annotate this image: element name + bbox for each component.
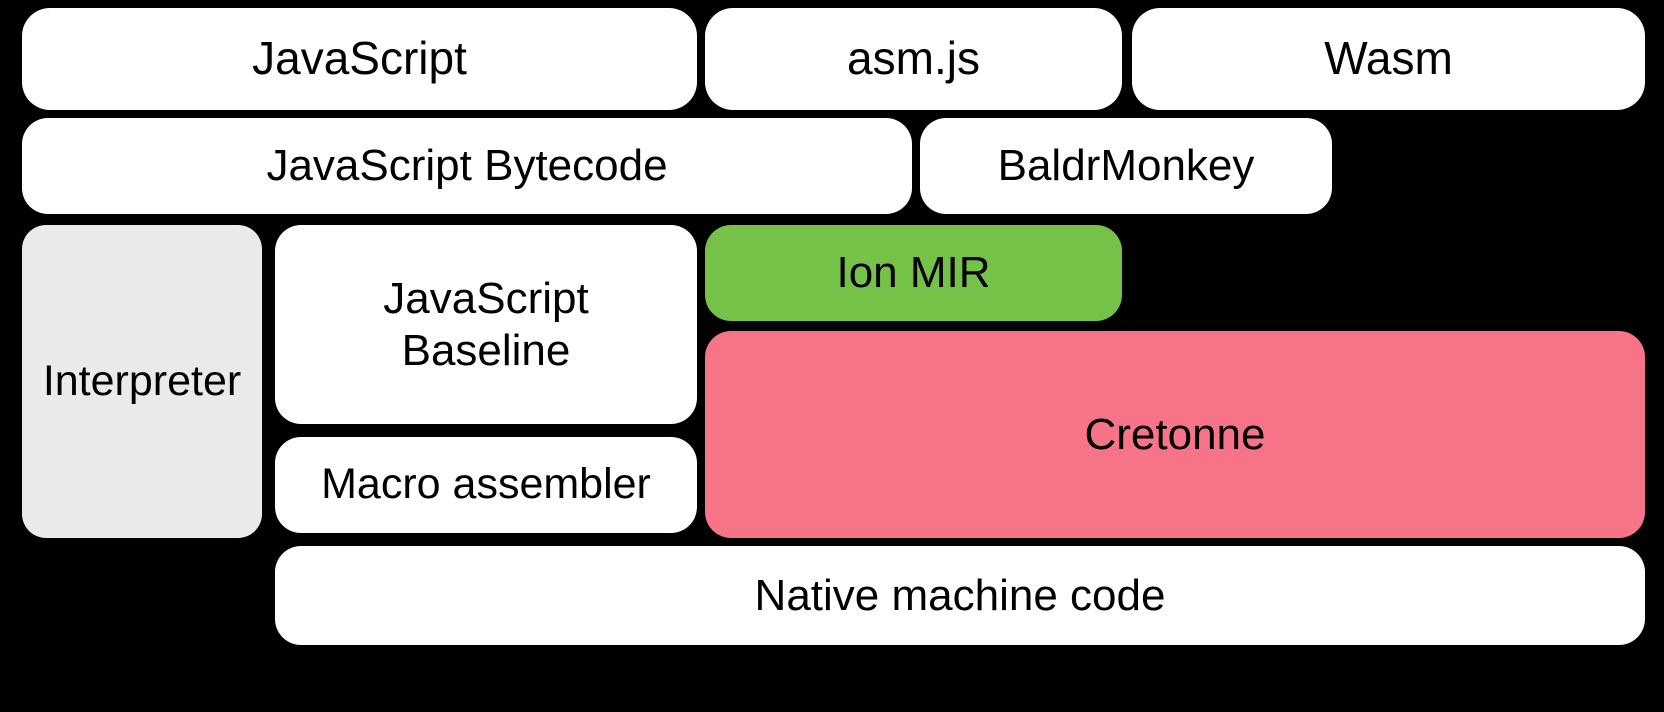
box-baldrmonkey: BaldrMonkey bbox=[920, 118, 1332, 214]
box-native-machine-code: Native machine code bbox=[275, 546, 1645, 645]
box-asm-js: asm.js bbox=[705, 8, 1122, 110]
box-javascript-bytecode: JavaScript Bytecode bbox=[22, 118, 912, 214]
box-cretonne: Cretonne bbox=[705, 331, 1645, 538]
box-ion-mir: Ion MIR bbox=[705, 225, 1122, 321]
box-javascript-baseline: JavaScript Baseline bbox=[275, 225, 697, 424]
box-wasm: Wasm bbox=[1132, 8, 1645, 110]
box-interpreter: Interpreter bbox=[22, 225, 262, 538]
box-macro-assembler: Macro assembler bbox=[275, 437, 697, 533]
box-javascript: JavaScript bbox=[22, 8, 697, 110]
